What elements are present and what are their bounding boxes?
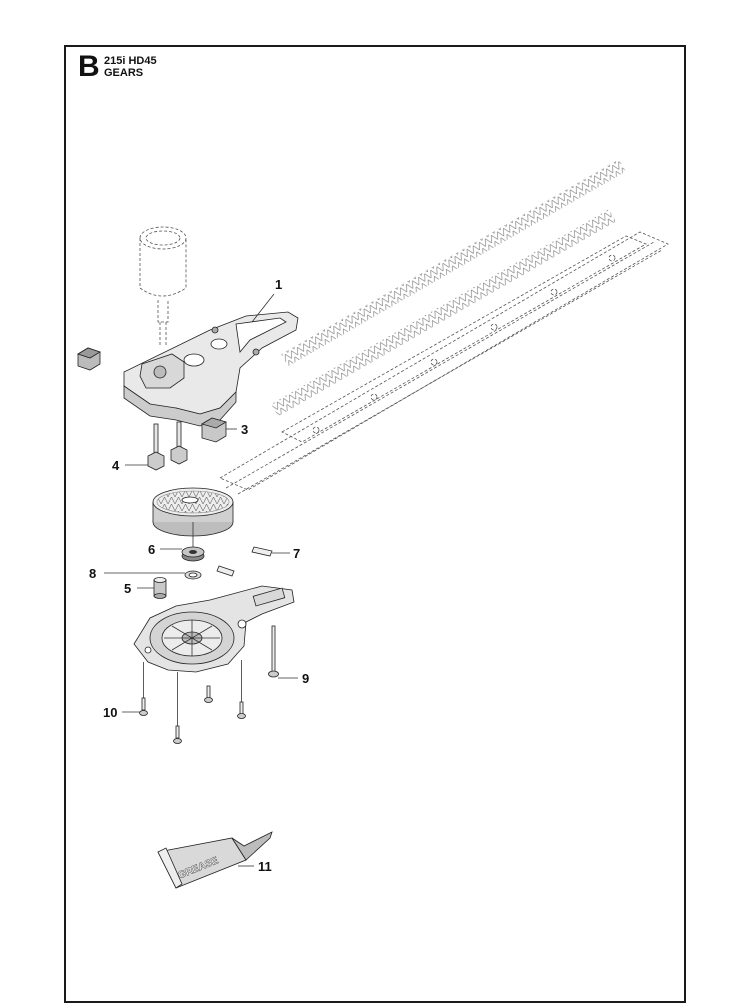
rubber-damper-left — [77, 347, 101, 371]
sleeve-part-5 — [153, 577, 167, 599]
gear-cover — [133, 585, 295, 673]
callout-8: 8 — [89, 566, 96, 581]
gear-wheel — [152, 487, 234, 548]
callout-6: 6 — [148, 542, 155, 557]
model-title: 215i HD45 — [104, 55, 157, 67]
housing-screws-part-4 — [147, 421, 188, 471]
callout-5: 5 — [124, 581, 131, 596]
bearing-part-6 — [181, 546, 205, 562]
callout-9: 9 — [302, 671, 309, 686]
callout-leaders — [104, 293, 298, 867]
washer-part-8 — [184, 570, 202, 580]
callout-11: 11 — [258, 859, 272, 874]
callout-3: 3 — [241, 422, 248, 437]
blade-reference-outline — [219, 159, 669, 495]
callout-1: 1 — [275, 277, 282, 292]
callout-7: 7 — [293, 546, 300, 561]
section-title: GEARS — [104, 67, 144, 79]
cover-screws-part-10 — [139, 660, 246, 744]
grease-tube-part-11: GREASE — [157, 831, 273, 889]
motor-reference — [139, 226, 187, 345]
callout-10: 10 — [103, 705, 117, 720]
page-frame — [64, 45, 686, 1003]
callout-4: 4 — [112, 458, 120, 473]
cover-screws-part-9 — [268, 625, 279, 678]
section-letter: B — [78, 50, 100, 83]
rubber-damper-part-3 — [201, 417, 227, 443]
gear-housing-part-1 — [123, 311, 299, 427]
key-part-7 — [216, 546, 273, 577]
